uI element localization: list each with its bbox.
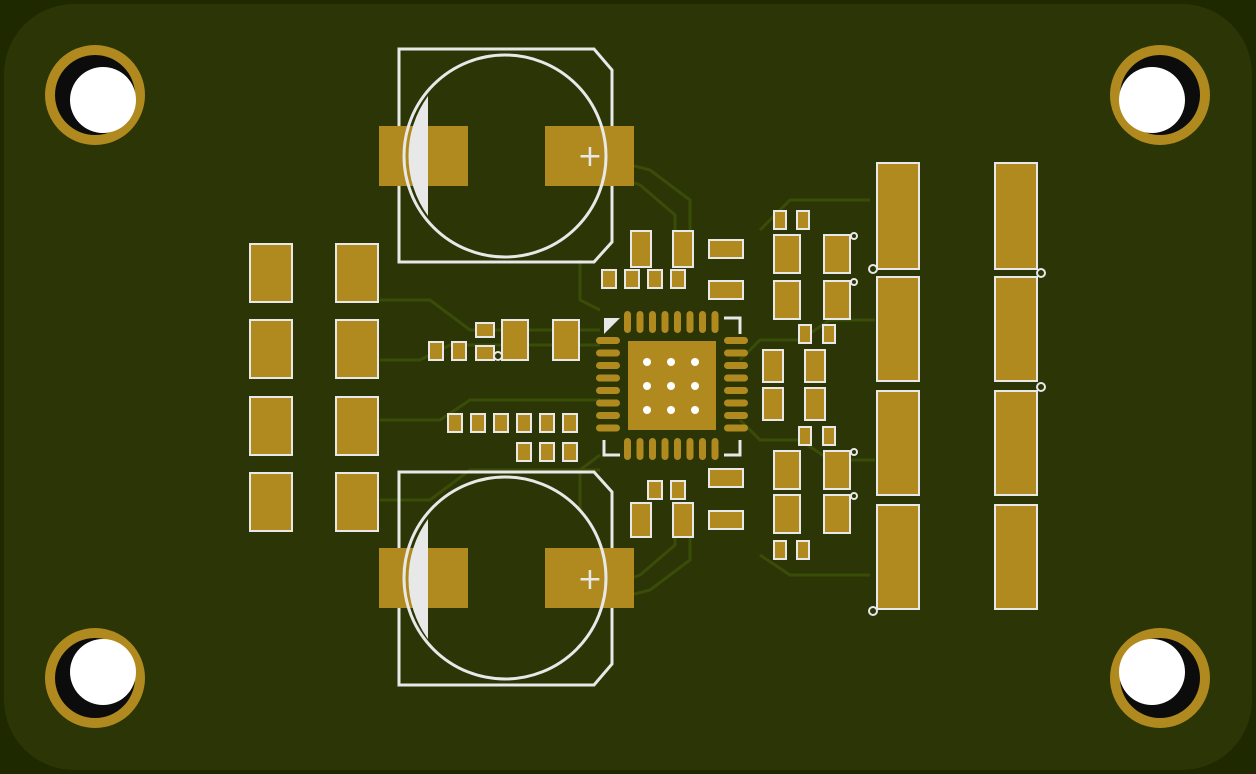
qfn-pin <box>661 438 669 460</box>
qfn-pins-top <box>624 311 719 333</box>
qfn-pin <box>649 311 656 333</box>
qfn-pin <box>724 349 748 357</box>
qfn-pin <box>724 374 748 382</box>
thermal-via <box>643 406 651 414</box>
thermal-via <box>643 382 651 390</box>
thermal-via <box>643 358 651 366</box>
polarity-plus-top: + <box>577 139 602 174</box>
mounting-hole-top-right <box>1110 45 1210 145</box>
qfn-pin <box>724 424 748 432</box>
left-passives <box>428 319 580 462</box>
electrolytic-capacitor-top: + <box>379 47 634 264</box>
electrolytic-capacitor-bottom: + <box>379 470 634 687</box>
thermal-via <box>667 382 675 390</box>
qfn-pin <box>596 399 620 407</box>
qfn-pin <box>711 311 719 333</box>
qfn-pin <box>636 311 644 333</box>
qfn-ic <box>596 311 748 460</box>
right-passives <box>762 210 858 560</box>
qfn-pin <box>596 349 620 357</box>
qfn-pin <box>724 337 748 344</box>
qfn-pin <box>661 311 669 333</box>
qfn-pin <box>649 438 656 460</box>
top-passives <box>601 230 744 300</box>
qfn-pin <box>596 374 620 382</box>
thermal-via <box>691 382 699 390</box>
right-tall-pad-array <box>868 162 1046 616</box>
thermal-via <box>691 406 699 414</box>
qfn-pin <box>686 438 694 460</box>
qfn-pin <box>724 362 748 369</box>
qfn-pin <box>596 337 620 344</box>
bottom-passives <box>630 468 744 538</box>
qfn-pin <box>624 438 631 460</box>
thermal-via <box>667 406 675 414</box>
thermal-via <box>691 358 699 366</box>
qfn-pin <box>711 438 719 460</box>
mounting-hole-top-left <box>45 45 145 145</box>
mounting-hole-bottom-left <box>45 628 145 728</box>
qfn-pin <box>596 387 620 394</box>
qfn-pin <box>596 362 620 369</box>
qfn-pin <box>699 311 706 333</box>
qfn-pin <box>686 311 694 333</box>
left-smd-pad-array <box>249 243 379 532</box>
qfn-pin <box>674 438 681 460</box>
qfn-pin <box>724 399 748 407</box>
qfn-pin <box>636 438 644 460</box>
qfn-pin <box>624 311 631 333</box>
qfn-thermal-vias <box>643 358 699 414</box>
qfn-pins-right <box>724 337 748 432</box>
qfn-pin <box>596 412 620 419</box>
qfn-pin <box>724 387 748 394</box>
thermal-via <box>667 358 675 366</box>
mounting-hole-bottom-right <box>1110 628 1210 728</box>
qfn-pins-left <box>596 337 620 432</box>
qfn-pin <box>596 424 620 432</box>
polarity-plus-bottom: + <box>577 562 602 597</box>
qfn-pin <box>724 412 748 419</box>
qfn-pins-bottom <box>624 438 719 460</box>
qfn-pin <box>699 438 706 460</box>
qfn-pin <box>674 311 681 333</box>
